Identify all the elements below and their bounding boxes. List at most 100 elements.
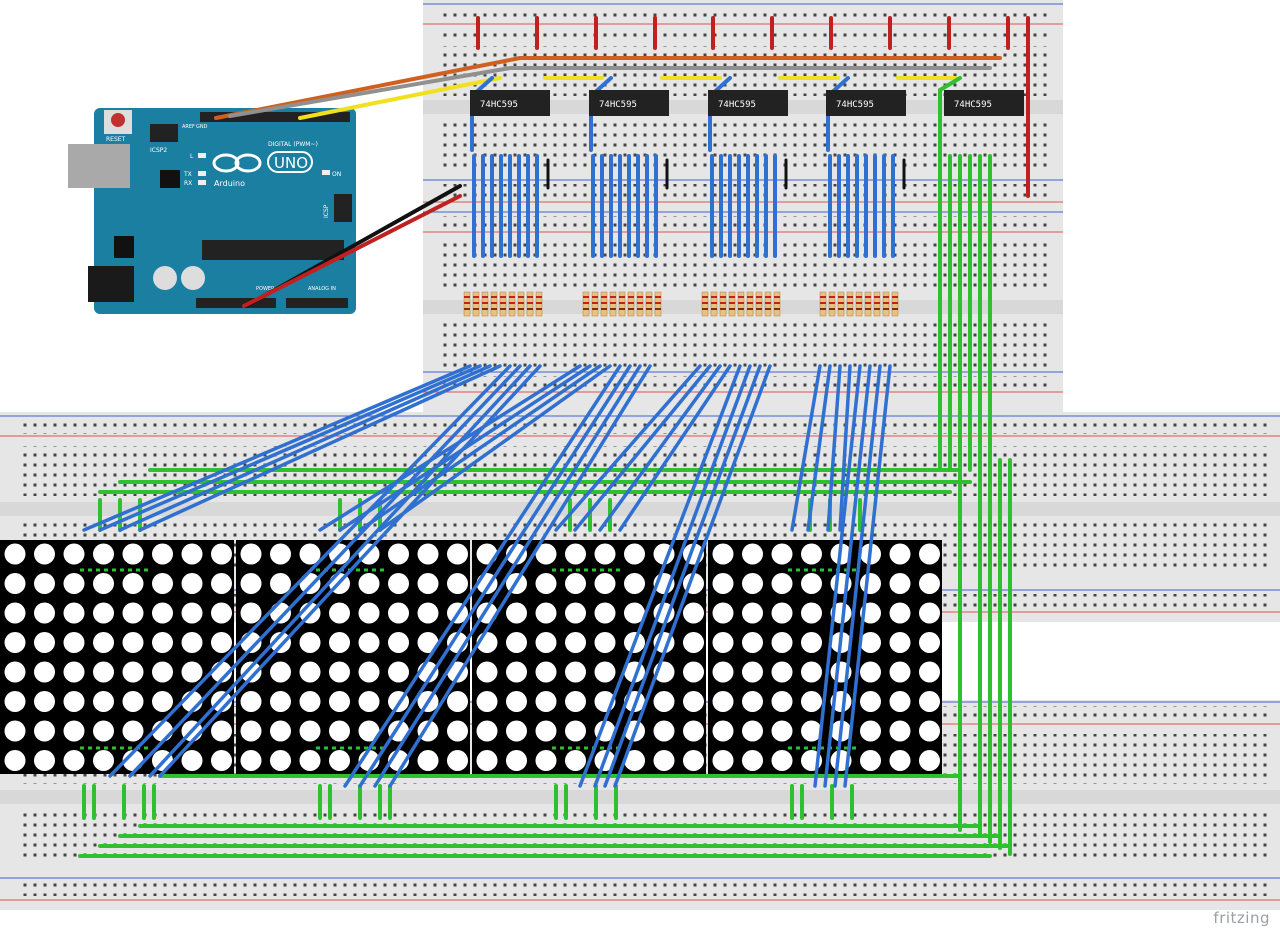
led-dot bbox=[4, 602, 26, 624]
led-dot bbox=[152, 632, 173, 653]
led-dot bbox=[417, 543, 439, 565]
resistor bbox=[654, 291, 662, 317]
led-dot bbox=[122, 543, 144, 565]
ic5-input-wire bbox=[938, 76, 962, 92]
blue-signal-wire bbox=[318, 364, 582, 532]
led-dot bbox=[358, 661, 380, 683]
resistor bbox=[627, 291, 635, 317]
led-dot bbox=[63, 543, 85, 565]
led-dot bbox=[4, 632, 26, 653]
blue-signal-wire bbox=[603, 364, 762, 788]
led-dot bbox=[535, 573, 557, 594]
led-dot bbox=[506, 720, 527, 742]
led-dot bbox=[801, 543, 822, 565]
led-dot bbox=[240, 543, 262, 565]
icsp-header bbox=[334, 194, 352, 222]
led-dot bbox=[742, 602, 763, 624]
led-dot bbox=[860, 573, 881, 594]
led-dot bbox=[624, 750, 645, 771]
led-dot bbox=[358, 573, 380, 594]
led-dot bbox=[34, 573, 55, 594]
led-dot bbox=[4, 750, 26, 771]
resistor bbox=[764, 291, 772, 317]
led-dot bbox=[506, 661, 527, 683]
led-dot bbox=[476, 691, 498, 712]
led-dot bbox=[299, 543, 321, 565]
resistor bbox=[891, 291, 899, 317]
led-dot bbox=[535, 720, 557, 742]
led-dot bbox=[4, 573, 26, 594]
blue-signal-wire bbox=[358, 364, 632, 788]
led-dot bbox=[388, 632, 409, 653]
capacitor-1 bbox=[153, 266, 177, 290]
led-dot bbox=[889, 750, 911, 771]
led-dot bbox=[93, 691, 114, 712]
led-dot bbox=[152, 543, 173, 565]
led-dot bbox=[860, 750, 881, 771]
blue-signal-wire bbox=[554, 364, 702, 532]
led-dot bbox=[270, 661, 291, 683]
led-dot bbox=[93, 602, 114, 624]
led-dot bbox=[388, 602, 409, 624]
digital-header bbox=[200, 112, 350, 122]
led-dot bbox=[122, 632, 144, 653]
led-matrix bbox=[0, 540, 234, 774]
icsp2-label: ICSP2 bbox=[150, 147, 167, 154]
blue-signal-wire bbox=[378, 364, 612, 532]
resistor bbox=[710, 291, 718, 317]
blue-signal-wire bbox=[826, 364, 842, 532]
led-dot bbox=[211, 573, 232, 594]
led-dot bbox=[535, 750, 557, 771]
analog-header bbox=[286, 298, 348, 308]
shift-register-ic: 74HC595 bbox=[708, 90, 788, 116]
led-dot bbox=[506, 602, 527, 624]
led-dot bbox=[240, 602, 262, 624]
led-dot bbox=[771, 602, 793, 624]
led-dot bbox=[181, 750, 203, 771]
led-dot bbox=[417, 632, 439, 653]
led-dot bbox=[565, 573, 586, 594]
led-dot bbox=[63, 573, 85, 594]
resistor bbox=[636, 291, 644, 317]
blue-signal-wire bbox=[618, 364, 732, 532]
icsp2-header bbox=[150, 124, 178, 142]
resistor bbox=[719, 291, 727, 317]
led-dot bbox=[329, 632, 350, 653]
resistor bbox=[490, 291, 498, 317]
led-dot bbox=[240, 661, 262, 683]
led-dot bbox=[712, 661, 734, 683]
led-dot bbox=[653, 720, 675, 742]
led-dot bbox=[919, 720, 940, 742]
led-dot bbox=[211, 543, 232, 565]
led-dot bbox=[63, 750, 85, 771]
resistor bbox=[837, 291, 845, 317]
led-dot bbox=[565, 750, 586, 771]
arduino-uno-board: RESET ICSP2 DIGITAL (PWM~) AREF GND UNO … bbox=[68, 108, 356, 314]
led-dot bbox=[919, 691, 940, 712]
led-dot bbox=[299, 720, 321, 742]
blue-signal-wire bbox=[82, 364, 472, 532]
led-dot bbox=[447, 750, 468, 771]
led-dot bbox=[919, 573, 940, 594]
led-dot bbox=[388, 573, 409, 594]
power-jack bbox=[88, 266, 134, 302]
led-dot bbox=[329, 691, 350, 712]
resistor bbox=[746, 291, 754, 317]
led-dot bbox=[683, 691, 704, 712]
led-dot bbox=[329, 602, 350, 624]
blue-signal-wire bbox=[578, 364, 742, 788]
icsp-label: ICSP bbox=[323, 204, 330, 218]
yellow-latch-wire bbox=[298, 76, 502, 120]
led-dot bbox=[4, 691, 26, 712]
voltage-regulator bbox=[114, 236, 134, 258]
resistor bbox=[609, 291, 617, 317]
led-dot bbox=[417, 573, 439, 594]
led-dot bbox=[535, 602, 557, 624]
resistor bbox=[463, 291, 471, 317]
led-dot bbox=[712, 573, 734, 594]
led-dot bbox=[122, 661, 144, 683]
led-matrix bbox=[236, 540, 470, 774]
led-dot bbox=[152, 602, 173, 624]
